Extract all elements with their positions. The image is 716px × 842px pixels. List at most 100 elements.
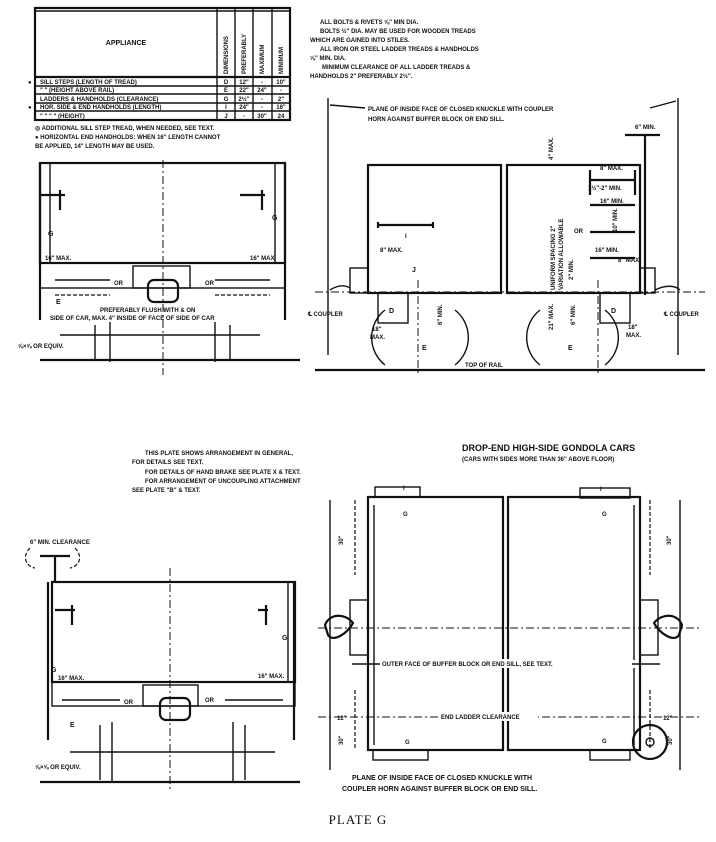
cell-max: - <box>261 105 263 111</box>
label: 10" MIN. <box>613 208 619 232</box>
label: HORN AGAINST BUFFER BLOCK OR END SILL. <box>368 117 505 123</box>
label: E <box>56 299 61 306</box>
label: J <box>412 267 416 274</box>
cell-min: 24 <box>278 114 285 120</box>
label: 16" MAX. <box>250 256 277 262</box>
label: 2" MIN. <box>569 259 575 280</box>
table-note-1: ◎ ADDITIONAL SILL STEP TREAD, WHEN NEEDE… <box>35 126 215 132</box>
label: 18" <box>372 327 382 333</box>
label: G <box>282 635 288 642</box>
label: G <box>602 512 607 518</box>
label: PREFERABLY FLUSH WITH & ON <box>100 308 195 314</box>
label: OR <box>124 700 134 706</box>
cell-max: - <box>261 80 263 86</box>
label: 30" <box>339 735 345 745</box>
cell-dim: I <box>225 105 227 111</box>
cell-appliance: " " (HEIGHT ABOVE RAIL) <box>40 88 114 94</box>
label: 30" <box>668 735 674 745</box>
label: D <box>611 308 616 315</box>
cell-pref: 22" <box>239 88 249 94</box>
label: OR <box>574 229 584 235</box>
header-dimensions: DIMENSIONS <box>224 36 230 74</box>
header-preferably: PREFERABLY <box>242 34 248 74</box>
cell-dim: J <box>224 114 227 120</box>
label: D <box>389 308 394 315</box>
cell-pref: 12" <box>239 80 249 86</box>
label: MAX. <box>626 333 641 339</box>
row-mark: ● <box>28 105 32 111</box>
cell-appliance: LADDERS & HANDHOLDS (CLEARANCE) <box>40 97 158 103</box>
label: 12" <box>663 716 673 722</box>
table-note-3: BE APPLIED, 14" LENGTH MAY BE USED. <box>35 144 155 150</box>
cell-dim: E <box>224 88 228 94</box>
label: I <box>405 234 407 240</box>
note-line: FOR ARRANGEMENT OF UNCOUPLING ATTACHMENT <box>145 479 301 485</box>
label: TOP OF RAIL <box>465 363 503 369</box>
cell-dim: G <box>224 97 229 103</box>
bottom-end-view: 6" MIN. CLEARANCE G G 16" MAX. 16" MAX. … <box>24 540 300 790</box>
cell-appliance: " " " " (HEIGHT) <box>40 114 85 120</box>
label: E <box>70 722 75 729</box>
label: G <box>602 739 607 745</box>
cell-max: 30" <box>257 114 267 120</box>
label: 8" MAX. <box>380 248 403 254</box>
label: I <box>403 486 405 492</box>
label: OR <box>205 281 215 287</box>
label: 6" MIN. <box>571 304 577 325</box>
label: ⅝×⅝ OR EQUIV. <box>35 765 81 771</box>
cell-min: 16" <box>276 105 286 111</box>
note-line: FOR DETAILS OF HAND BRAKE SEE PLATE X & … <box>145 470 301 476</box>
note-line: HANDHOLDS 2" PREFERABLY 2½". <box>310 73 413 80</box>
table-row: ● HOR. SIDE & END HANDHOLDS (LENGTH) I 24" -… <box>28 105 286 111</box>
label: 4" MAX. <box>549 137 555 160</box>
note-line: ALL BOLTS & RIVETS ⅝" MIN DIA. <box>320 20 419 26</box>
label: G <box>51 667 57 674</box>
label: VARIATION ALLOWABLE <box>559 218 565 290</box>
label: G <box>405 740 410 746</box>
label: 16" MIN. <box>595 248 619 254</box>
label: 12" <box>337 716 347 722</box>
label: SIDE OF CAR, MAX. 4" INSIDE OF FACE OF S… <box>50 316 215 322</box>
label: 16" MIN. <box>600 199 624 205</box>
label: ℄ COUPLER <box>307 311 344 318</box>
plate-notes: THIS PLATE SHOWS ARRANGEMENT IN GENERAL,… <box>132 451 301 494</box>
cell-pref: - <box>243 114 245 120</box>
header-maximum: MAXIMUM <box>260 45 266 74</box>
label: OR <box>205 698 215 704</box>
label: 16" MAX. <box>58 676 85 682</box>
label: ⅝×⅝ OR EQUIV. <box>18 344 64 350</box>
label: PLANE OF INSIDE FACE OF CLOSED KNUCKLE W… <box>368 107 554 113</box>
label: 30" <box>339 535 345 545</box>
plan-title: DROP-END HIGH-SIDE GONDOLA CARS <box>462 443 635 453</box>
label: OR <box>114 281 124 287</box>
cell-pref: 2½" <box>238 96 249 103</box>
top-end-view: 16" MAX. 16" MAX. G G OR OR E PREFERABLY… <box>18 160 300 375</box>
label: MAX. <box>370 335 385 341</box>
row-mark: ● <box>28 80 32 86</box>
outer-face-label: OUTER FACE OF BUFFER BLOCK OR END SILL, … <box>382 662 553 668</box>
cell-appliance: HOR. SIDE & END HANDHOLDS (LENGTH) <box>40 105 161 111</box>
cell-dim: D <box>224 80 229 86</box>
label: I <box>600 487 602 493</box>
header-minimum: MINIMUM <box>279 47 285 74</box>
note-line: THIS PLATE SHOWS ARRANGEMENT IN GENERAL, <box>145 451 293 457</box>
header-appliance: APPLIANCE <box>106 40 147 47</box>
plate-caption: PLATE G <box>329 812 388 827</box>
label: E <box>422 345 427 352</box>
label: G <box>272 215 278 222</box>
note-line: WHICH ARE GAINED INTO STILES. <box>310 38 410 44</box>
general-notes: ALL BOLTS & RIVETS ⅝" MIN DIA. BOLTS ½" … <box>310 20 479 80</box>
note-line: BOLTS ½" DIA. MAY BE USED FOR WOODEN TRE… <box>320 28 476 35</box>
plane-label-1: PLANE OF INSIDE FACE OF CLOSED KNUCKLE W… <box>352 775 532 782</box>
label: ℄ COUPLER <box>663 311 700 318</box>
label: 6" MIN. <box>438 304 444 325</box>
note-line: FOR DETAILS SEE TEXT. <box>132 460 204 466</box>
cell-pref: 24" <box>239 105 249 111</box>
plane-label-2: COUPLER HORN AGAINST BUFFER BLOCK OR END… <box>342 786 537 793</box>
label: 30" <box>667 535 673 545</box>
plan-view: DROP-END HIGH-SIDE GONDOLA CARS (CARS WI… <box>318 443 700 793</box>
